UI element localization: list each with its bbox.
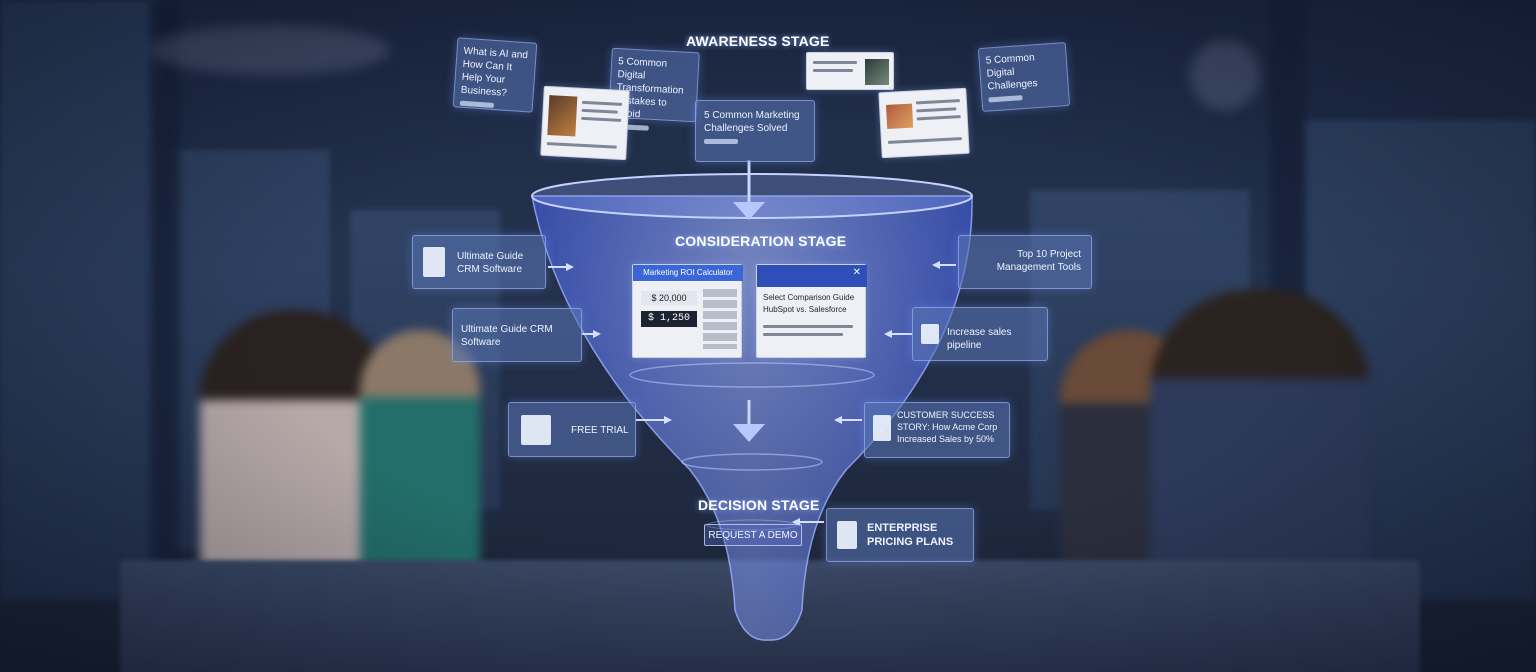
funnel-ring (706, 519, 798, 531)
arrow-left (884, 330, 892, 338)
ceiling-lamp (1190, 40, 1260, 110)
document-icon (423, 247, 445, 277)
arrow-right (593, 330, 601, 338)
trial-icon (521, 415, 551, 445)
card-text: CUSTOMER SUCCESS STORY: How Acme Corp In… (897, 410, 998, 444)
funnel-ring (629, 362, 875, 388)
down-arrow (733, 202, 765, 220)
chart-icon (921, 324, 939, 344)
card-text: ENTERPRISE PRICING PLANS (867, 522, 954, 548)
guide-card-mid[interactable]: Ultimate Guide CRM Software (452, 308, 582, 362)
enterprise-pricing-card[interactable]: ENTERPRISE PRICING PLANS (826, 508, 974, 562)
funnel-ring (681, 453, 823, 471)
awareness-card-challenges[interactable]: 5 Common Digital Challenges (977, 42, 1071, 112)
calculator-display: $ 1,250 (641, 311, 697, 327)
article-thumbnail[interactable] (806, 52, 894, 90)
compare-title: Select Comparison Guide (763, 293, 855, 302)
person-seated (360, 330, 480, 590)
article-image (886, 103, 914, 129)
document-icon (873, 415, 891, 441)
calculator-icon (703, 289, 737, 349)
read-chip (704, 139, 738, 144)
card-text: 5 Common Marketing Challenges Solved (704, 110, 800, 134)
calculator-value: $ 20,000 (641, 291, 697, 305)
read-chip (459, 100, 495, 108)
free-trial-card[interactable]: FREE TRIAL (508, 402, 636, 457)
document-icon (837, 521, 857, 549)
card-text: Ultimate Guide CRM Software (461, 324, 553, 348)
read-chip (988, 95, 1023, 103)
arrow-right (664, 416, 672, 424)
arrow-right (566, 263, 574, 271)
request-demo-label: REQUEST A DEMO (708, 530, 798, 541)
card-text: Increase sales pipeline (947, 327, 1012, 351)
article-thumbnail[interactable] (878, 87, 970, 159)
ceiling-lamp (150, 25, 390, 75)
roi-calculator[interactable]: Marketing ROI Calculator $ 20,000 $ 1,25… (632, 264, 743, 358)
close-icon[interactable]: ✕ (852, 267, 861, 278)
arrow-left (834, 416, 842, 424)
compare-sub: HubSpot vs. Salesforce (763, 305, 847, 314)
guide-card-top[interactable]: Ultimate Guide CRM Software (412, 235, 546, 289)
article-thumbnail[interactable] (540, 85, 630, 161)
down-arrow (733, 424, 765, 442)
article-image (865, 59, 889, 85)
consideration-stage-title: CONSIDERATION STAGE (675, 233, 847, 249)
left-window (0, 0, 160, 600)
card-text: Top 10 Project Management Tools (996, 249, 1081, 273)
project-tools-card[interactable]: Top 10 Project Management Tools (958, 235, 1092, 289)
card-text: Ultimate Guide CRM Software (457, 251, 524, 275)
funnel-rim (531, 173, 973, 219)
card-text: 5 Common Digital Challenges (985, 52, 1038, 93)
pipeline-card[interactable]: Increase sales pipeline (912, 307, 1048, 361)
calculator-title: Marketing ROI Calculator (633, 265, 743, 281)
decision-stage-title: DECISION STAGE (698, 497, 820, 513)
compare-header (757, 265, 867, 287)
awareness-stage-title: AWARENESS STAGE (686, 33, 830, 49)
comparison-guide[interactable]: ✕ Select Comparison Guide HubSpot vs. Sa… (756, 264, 867, 358)
card-text: What is AI and How Can It Help Your Busi… (460, 45, 529, 99)
card-text: FREE TRIAL (571, 425, 629, 436)
awareness-card-ai[interactable]: What is AI and How Can It Help Your Busi… (452, 37, 538, 113)
case-study-card[interactable]: CUSTOMER SUCCESS STORY: How Acme Corp In… (864, 402, 1010, 458)
arrow-left (932, 261, 940, 269)
article-image (547, 95, 578, 137)
awareness-card-marketing[interactable]: 5 Common Marketing Challenges Solved (695, 100, 815, 162)
request-demo-button[interactable]: REQUEST A DEMO (704, 524, 802, 546)
